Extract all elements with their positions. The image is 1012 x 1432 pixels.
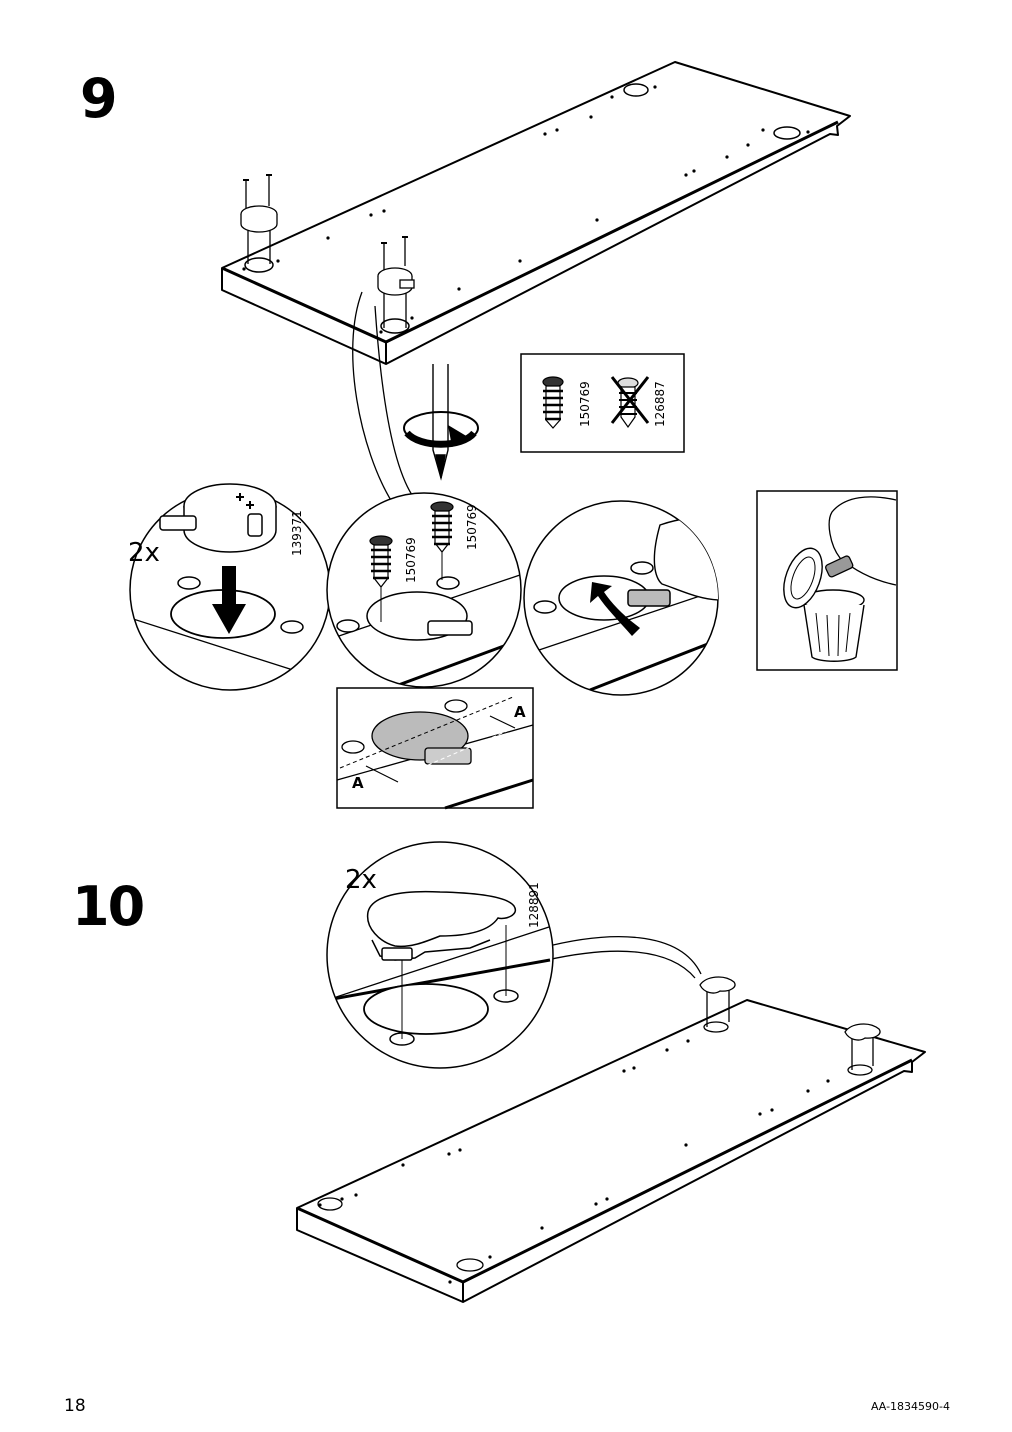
detail-circle-4: 2x 128891 xyxy=(326,841,554,1069)
step10-panel-holes xyxy=(317,1021,873,1284)
cross-out-icon xyxy=(610,376,650,424)
step10-callout xyxy=(540,936,702,979)
part-number-150769-box: 150769 xyxy=(578,381,592,427)
detail-circle-3 xyxy=(523,500,719,696)
screwdriver-icon xyxy=(432,364,449,481)
trash-bin-icon xyxy=(783,547,865,662)
step9-fitting-right xyxy=(377,236,415,328)
dispose-box xyxy=(756,490,898,671)
fitting-139371-icon xyxy=(159,483,277,553)
step10-foot-right xyxy=(844,1023,881,1070)
step9-callout xyxy=(352,291,413,503)
part-number-128891: 128891 xyxy=(527,882,541,928)
step-9-number: 9 xyxy=(80,67,118,130)
hand-dispose-icon xyxy=(825,496,897,586)
screw-150769-right-icon xyxy=(430,501,454,580)
step-10-number: 10 xyxy=(72,875,145,938)
screw-150769-left-icon xyxy=(369,535,393,622)
document-id: AA-1834590-4 xyxy=(870,1400,950,1413)
quantity-2x-step10: 2x xyxy=(345,865,377,895)
step10-foot-left xyxy=(699,976,736,1027)
detail-circle-1: 2x 139371 xyxy=(128,483,331,691)
rotation-arrow-icon xyxy=(403,411,479,448)
foot-128891-icon xyxy=(366,890,517,961)
part-number-139371: 139371 xyxy=(290,510,304,556)
snap-off-arrow-icon xyxy=(590,582,640,636)
dimension-label-a-left: A xyxy=(352,774,364,792)
step9-fitting-left xyxy=(240,174,278,264)
screw-compatibility-box: 150769 126887 xyxy=(520,353,685,453)
alignment-detail-box: A A xyxy=(336,687,534,810)
quantity-2x-step9: 2x xyxy=(128,538,160,568)
page-number: 18 xyxy=(64,1396,86,1416)
part-number-126887: 126887 xyxy=(653,381,667,427)
part-number-150769-left: 150769 xyxy=(404,537,418,583)
detail-circle-2: 150769 150769 xyxy=(326,492,522,688)
dimension-label-a-right: A xyxy=(514,703,526,721)
step9-panel xyxy=(221,61,851,365)
part-number-150769-right: 150769 xyxy=(465,504,479,550)
screw-150769-icon xyxy=(542,376,564,429)
step10-panel xyxy=(296,999,926,1303)
step9-panel-holes xyxy=(242,83,810,334)
insert-down-arrow-icon xyxy=(212,566,246,634)
